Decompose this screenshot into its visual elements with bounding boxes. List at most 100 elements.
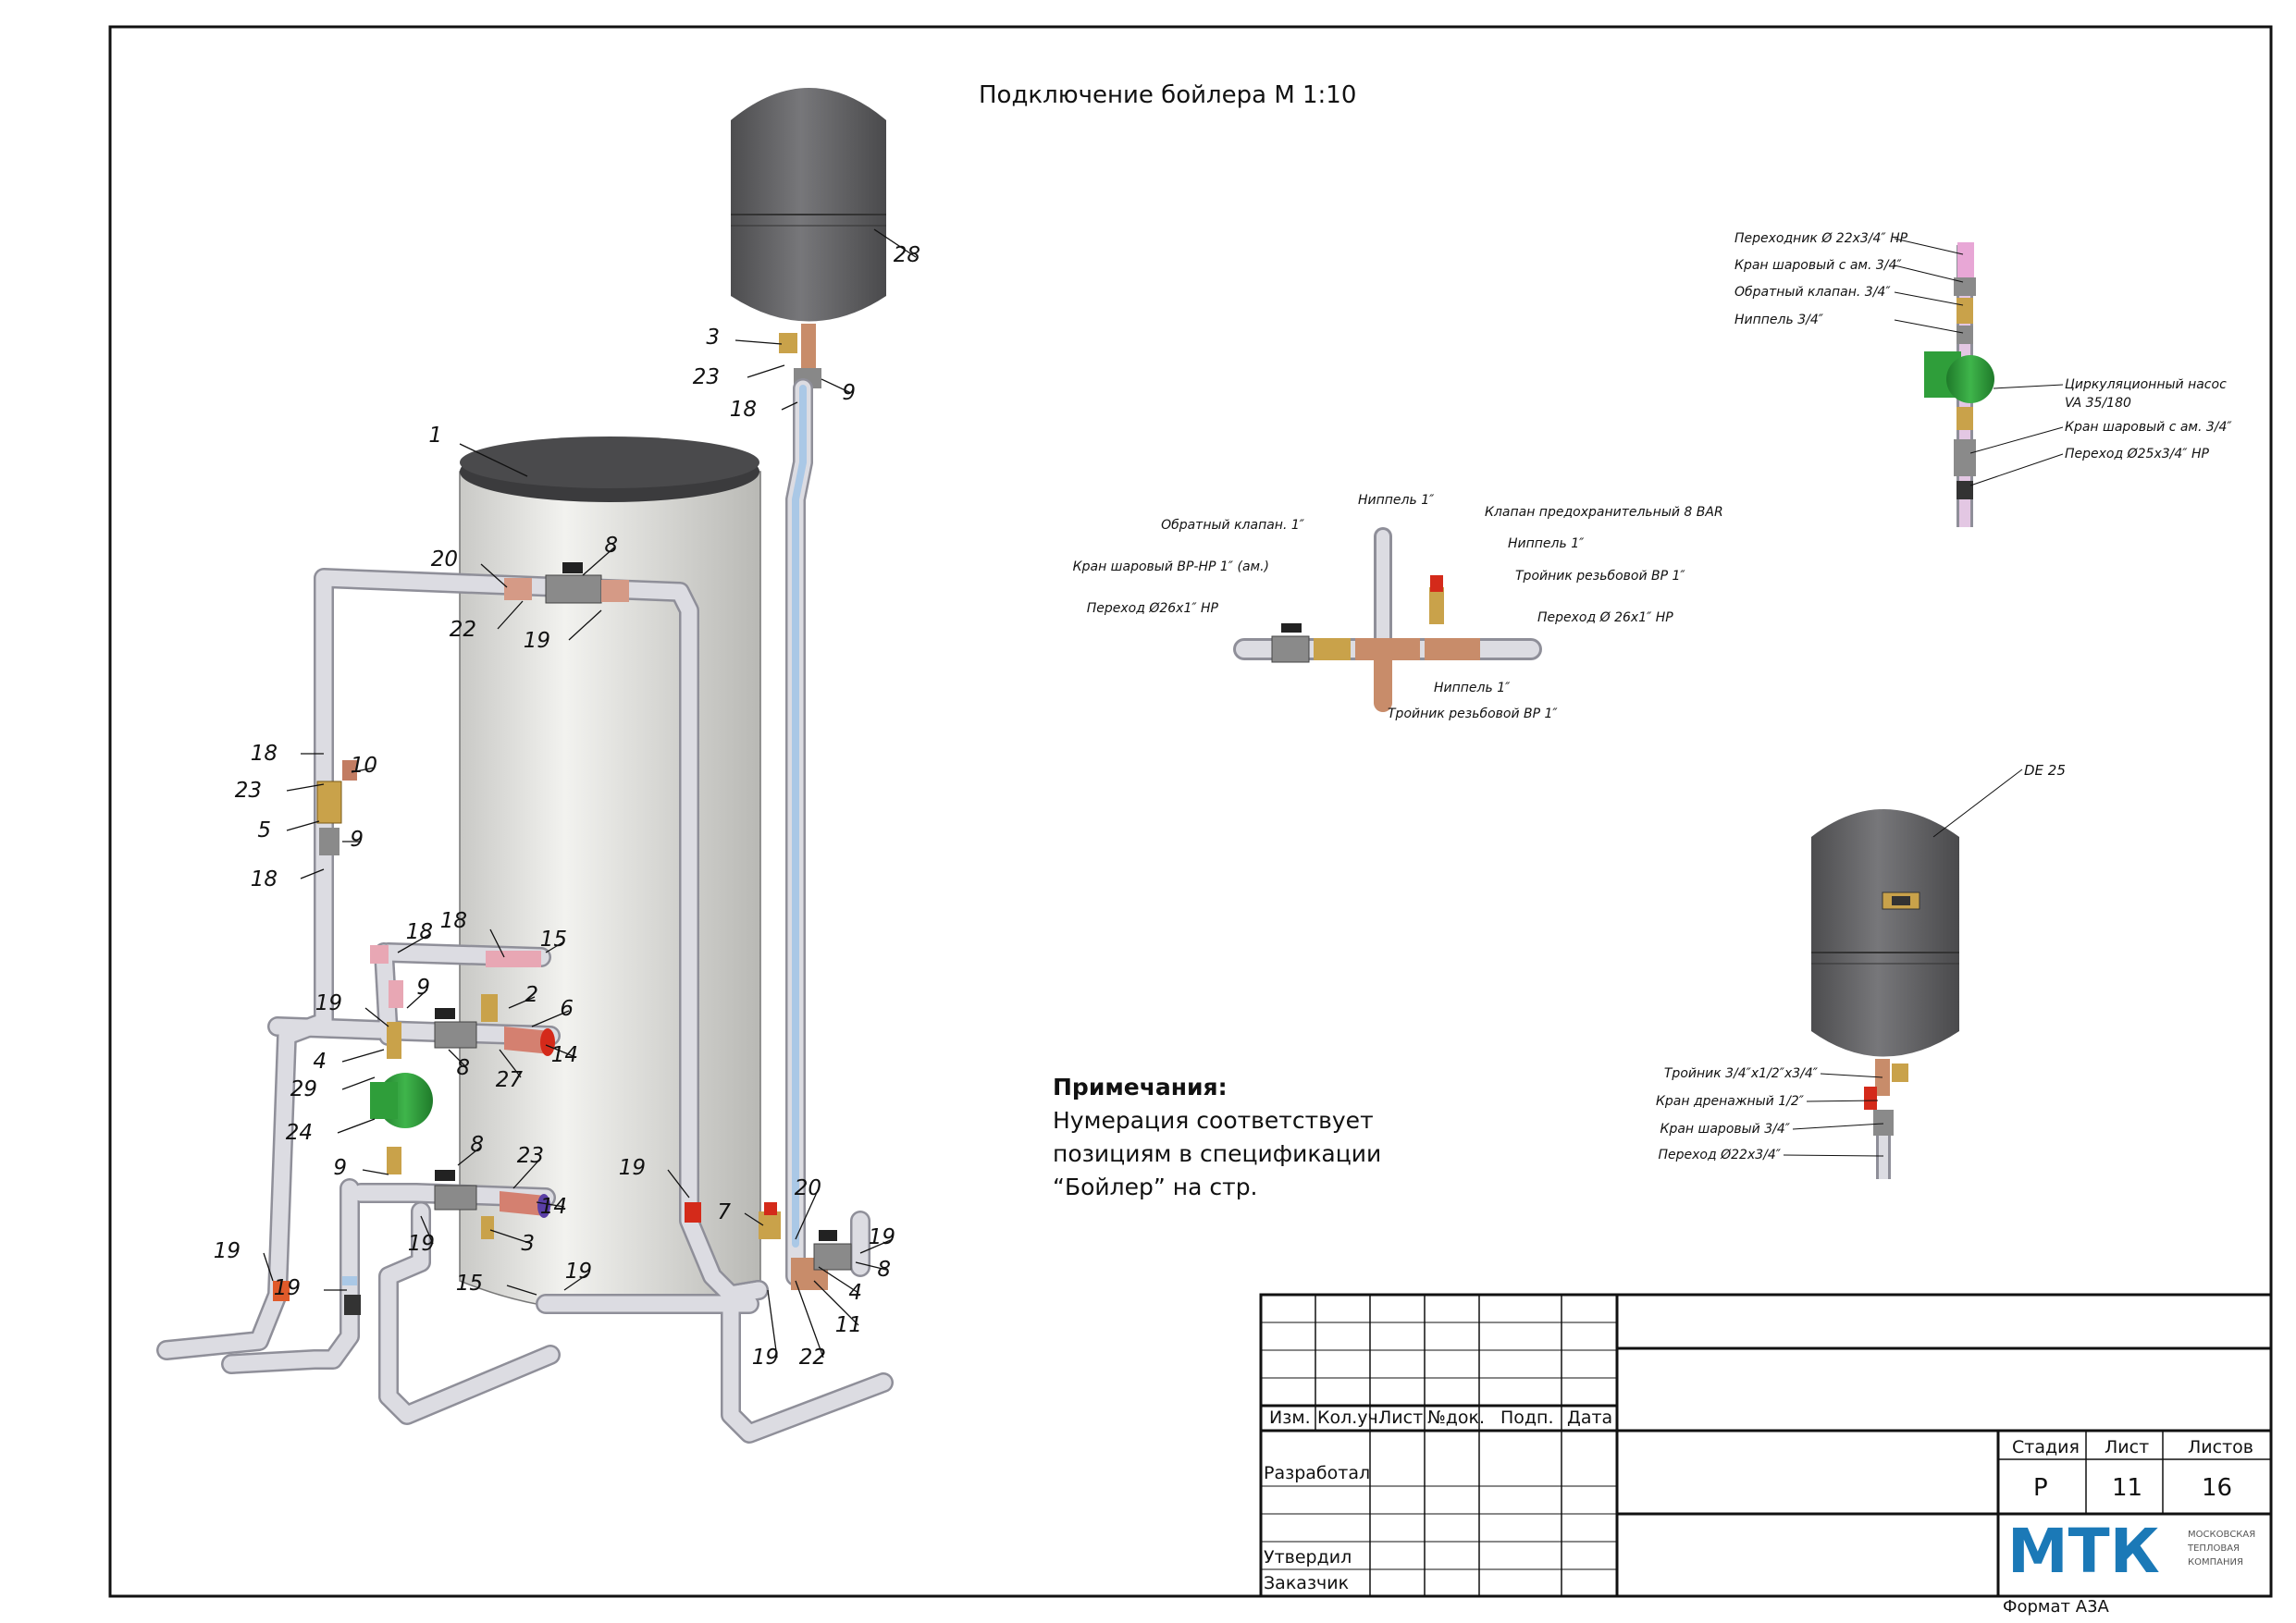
drawing-title: Подключение бойлера М 1:10	[979, 81, 1357, 109]
boiler	[459, 436, 761, 1312]
callout-number: 23	[235, 779, 262, 803]
callout-20: 20	[431, 547, 508, 588]
safety-label: Обратный клапан. 1″	[1161, 518, 1305, 533]
pump-assembly	[1924, 242, 1994, 527]
callout-14: 14	[545, 1043, 578, 1067]
notes-block: Примечания: Нумерация соответствует пози…	[1053, 1071, 1381, 1204]
pump-label: Кран шаровый с ам. 3/4″	[1734, 258, 1902, 273]
safety-group	[1233, 527, 1542, 712]
callout-10: 10	[351, 754, 377, 778]
callout-27: 27	[496, 1049, 524, 1092]
callout-number: 19	[619, 1156, 646, 1180]
safety-label: Ниппель 1″	[1434, 681, 1511, 695]
pump-right-label: Кран шаровый с ам. 3/4″	[2065, 420, 2232, 435]
callout-18: 18	[440, 909, 505, 958]
logo-sub-2: ТЕПЛОВАЯ	[2187, 1543, 2240, 1554]
callout-18: 18	[730, 398, 798, 422]
callout-19: 19	[563, 1260, 592, 1291]
callout-6: 6	[531, 997, 574, 1027]
callout-2: 2	[508, 983, 538, 1009]
callout-number: 18	[251, 867, 278, 891]
callout-number: 27	[496, 1068, 524, 1092]
callout-29: 29	[290, 1076, 376, 1101]
callout-number: 23	[517, 1144, 544, 1168]
callout-19: 19	[524, 609, 602, 653]
callout-number: 23	[693, 365, 720, 389]
logo-mtk: МТК	[2007, 1516, 2160, 1587]
callout-number: 18	[440, 909, 467, 933]
pump-right-label: Циркуляционный насос	[2065, 377, 2227, 392]
callout-number: 8	[456, 1056, 470, 1080]
col-podp: Подп.	[1500, 1408, 1554, 1428]
callout-19: 19	[315, 991, 389, 1027]
callout-number: 19	[524, 629, 550, 653]
expansion-tank-28	[731, 88, 886, 388]
callout-5: 5	[257, 818, 320, 842]
callout-28: 28	[873, 228, 920, 267]
callout-11: 11	[813, 1280, 862, 1337]
callout-8: 8	[457, 1133, 484, 1166]
notes-line-1: Нумерация соответствует	[1053, 1107, 1374, 1134]
callout-number: 29	[290, 1077, 317, 1101]
callout-number: 19	[565, 1260, 592, 1284]
callout-number: 1	[428, 424, 442, 448]
callout-number: 28	[894, 243, 920, 267]
callout-24: 24	[286, 1118, 376, 1145]
fittings	[273, 562, 852, 1315]
callout-number: 9	[416, 976, 430, 1000]
callout-22: 22	[795, 1280, 826, 1370]
pump-right-label: Переход Ø25x3/4″ НР	[2065, 447, 2209, 461]
callout-number: 15	[540, 928, 567, 952]
callout-number: 19	[408, 1232, 435, 1256]
callout-23: 23	[235, 779, 325, 803]
callout-number: 19	[315, 991, 342, 1015]
pump-label: Обратный клапан. 3/4″	[1734, 285, 1891, 300]
callout-7: 7	[717, 1200, 764, 1226]
callout-number: 7	[717, 1200, 731, 1224]
format-label: Формат А3А	[2003, 1597, 2109, 1617]
safety-label: Переход Ø 26x1″ НР	[1537, 610, 1673, 625]
callout-number: 9	[842, 381, 856, 405]
callout-8: 8	[582, 534, 618, 576]
pump-label: Ниппель 3/4″	[1734, 313, 1824, 327]
callout-15: 15	[540, 928, 567, 953]
callout-23: 23	[693, 364, 785, 389]
callout-number: 2	[525, 983, 538, 1007]
sheet-value: 11	[2112, 1474, 2142, 1502]
callout-number: 22	[799, 1346, 826, 1370]
callout-19: 19	[214, 1239, 274, 1282]
callout-number: 3	[521, 1232, 535, 1256]
drawing-frame	[108, 25, 2273, 1598]
safety-label: Клапан предохранительный 8 BAR	[1485, 505, 1723, 520]
sheets-label: Листов	[2188, 1437, 2253, 1457]
callout-number: 18	[251, 742, 278, 766]
safety-label: Тройник резьбовой ВР 1″	[1515, 569, 1685, 584]
col-kol: Кол.уч.	[1317, 1408, 1384, 1428]
title-block	[1259, 1293, 2273, 1598]
col-ndoc: №док.	[1427, 1408, 1485, 1428]
callout-number: 19	[274, 1276, 301, 1300]
stage-value: Р	[2033, 1474, 2048, 1502]
safety-group-labels: Ниппель 1″ Обратный клапан. 1″ Клапан пред…	[1073, 493, 1723, 721]
callout-number: 9	[350, 828, 364, 852]
callout-number: 9	[333, 1156, 347, 1180]
callout-number: 5	[257, 818, 271, 842]
tank-model-label: DE 25	[2024, 762, 2066, 779]
callout-20: 20	[795, 1176, 821, 1240]
callout-23: 23	[512, 1144, 544, 1189]
callout-number: 6	[560, 997, 574, 1021]
notes-header: Примечания:	[1053, 1074, 1228, 1100]
callout-number: 18	[406, 920, 433, 944]
callout-15: 15	[456, 1272, 537, 1296]
safety-label: Ниппель 1″	[1508, 536, 1585, 551]
callout-number: 14	[551, 1043, 578, 1067]
callout-9: 9	[342, 828, 364, 852]
row-utverdil: Утвердил	[1264, 1547, 1352, 1568]
callout-19: 19	[408, 1215, 435, 1256]
callout-number: 8	[604, 534, 618, 558]
callout-18: 18	[397, 920, 433, 953]
callout-9: 9	[821, 378, 856, 405]
callout-number: 20	[431, 547, 458, 572]
